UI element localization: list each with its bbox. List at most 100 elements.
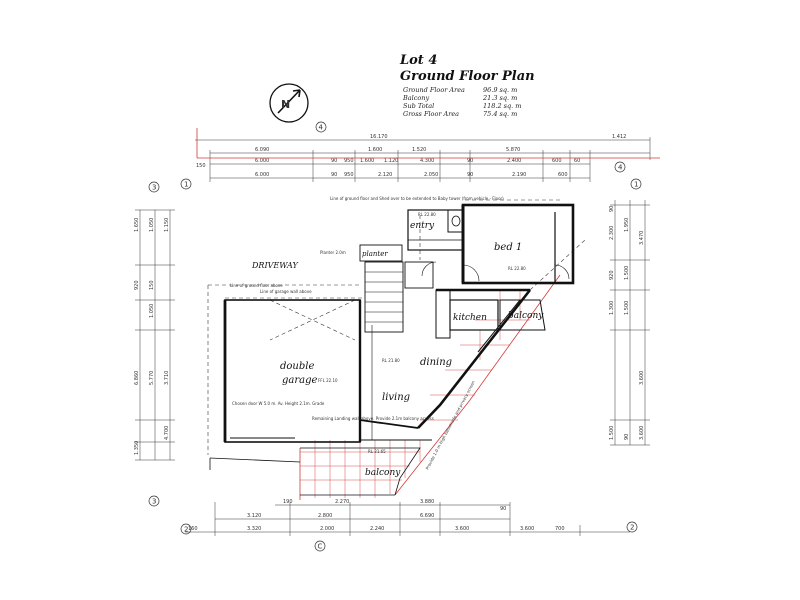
dim-label: 3.710 <box>164 371 170 385</box>
area-value: 96.9 sq. m <box>483 86 517 94</box>
grid-label: 4 <box>319 124 324 132</box>
entry-note: Line of ground floor and Shed over to be… <box>330 196 504 201</box>
level-living: RL 21.80 <box>382 358 400 363</box>
dim-label: 920 <box>609 270 615 280</box>
dim-label: 3.120 <box>247 513 261 519</box>
lot-title: Lot 4 <box>399 53 437 68</box>
dim-label: 2.050 <box>424 172 438 178</box>
area-label: Sub Total <box>403 102 434 110</box>
dim-label: 90 <box>609 206 615 212</box>
room-label-double: double <box>280 361 314 372</box>
dim-label: 2.240 <box>370 526 384 532</box>
dim-label: 3.600 <box>455 526 469 532</box>
dim-label: 160 <box>188 526 198 532</box>
dim-label: 1.500 <box>624 266 630 280</box>
dim-label: 950 <box>344 172 354 178</box>
walls <box>223 203 575 443</box>
area-label: Balcony <box>402 94 429 102</box>
dim-label: 6.860 <box>134 371 140 385</box>
area-schedule: Ground Floor Area 96.9 sq. m Balcony 21.… <box>402 86 521 118</box>
dim-label: 6.000 <box>255 172 269 178</box>
area-value: 21.3 sq. m <box>482 94 517 102</box>
dim-label: 3.600 <box>639 426 645 440</box>
bottom-dimensions <box>185 502 630 536</box>
top-dimensions <box>195 137 651 182</box>
dim-label: 3.320 <box>247 526 261 532</box>
dim-label: 1.650 <box>134 218 140 232</box>
dim-label: 6.690 <box>420 513 434 519</box>
dim-label: 1.350 <box>134 441 140 455</box>
planter-note: Planter 2.0m <box>320 250 346 255</box>
dim-label: 920 <box>134 280 140 290</box>
dim-label: 16.170 <box>370 134 388 140</box>
level-balcony: RL 21.65 <box>368 449 386 454</box>
area-value: 75.4 sq. m <box>483 110 517 118</box>
left-dimensions <box>135 209 175 461</box>
dim-label: 1.050 <box>149 304 155 318</box>
wall-above-note: Line of garage wall above <box>260 289 312 294</box>
living-note: Remaining Landing wall above. Provide 2.… <box>312 416 434 421</box>
dim-label: 2.400 <box>507 158 521 164</box>
dim-label: 1.520 <box>412 147 426 153</box>
room-label-entry: entry <box>410 221 435 231</box>
level-entry: RL 22.80 <box>418 212 436 217</box>
dim-label: 1.150 <box>164 218 170 232</box>
area-label: Gross Floor Area <box>403 110 459 118</box>
grid-markers <box>148 121 642 552</box>
dim-label: 1.120 <box>384 158 398 164</box>
dim-label: 1.412 <box>612 134 626 140</box>
dim-label: 90 <box>331 172 337 178</box>
dim-label: 3.880 <box>420 499 434 505</box>
right-dimensions <box>610 200 650 446</box>
north-arrow-icon: N <box>269 83 309 123</box>
door-swings <box>421 261 570 282</box>
dim-label: 5.770 <box>149 371 155 385</box>
plan-title: Ground Floor Plan <box>400 69 535 84</box>
dim-label: 1.500 <box>624 301 630 315</box>
room-label-balcony-upper: balcony <box>508 311 544 321</box>
room-label-garage: garage <box>282 375 318 386</box>
room-label-balcony-lower: balcony <box>365 468 401 478</box>
dim-label: 60 <box>574 158 580 164</box>
driveway-label: DRIVEWAY <box>251 261 298 270</box>
dim-label: 5.870 <box>506 147 520 153</box>
dim-label: 1.600 <box>360 158 374 164</box>
grid-label: 4 <box>618 164 623 172</box>
room-label-planter: planter <box>362 250 388 258</box>
dim-label: 2.120 <box>378 172 392 178</box>
dim-label: 90 <box>624 434 630 440</box>
dashed-lines <box>207 199 586 455</box>
svg-text:N: N <box>281 98 290 111</box>
dim-label: 2.000 <box>320 526 334 532</box>
dim-label: 2.190 <box>512 172 526 178</box>
dim-label: 2.270 <box>335 499 349 505</box>
grid-label: 1 <box>634 181 638 189</box>
grid-label: 3 <box>152 184 156 192</box>
dim-label: 4.300 <box>420 158 434 164</box>
dim-label: 2.800 <box>318 513 332 519</box>
dim-label: 1.500 <box>609 426 615 440</box>
dim-label: 150 <box>196 163 206 169</box>
lower-balcony-outline <box>209 447 421 496</box>
area-value: 118.2 sq. m <box>483 102 521 110</box>
room-label-living: living <box>382 392 410 403</box>
level-bed: RL 22.80 <box>508 266 526 271</box>
garage-door-note: Chosen door W 5.0 m. Av. Height 2.1m. Gr… <box>232 401 325 406</box>
dim-label: 3.600 <box>639 371 645 385</box>
dim-label: 90 <box>331 158 337 164</box>
dim-label: 4.700 <box>164 426 170 440</box>
grid-label: 2 <box>630 524 634 532</box>
setback-lines <box>196 128 660 500</box>
dim-label: 600 <box>552 158 562 164</box>
grid-label: 2 <box>184 526 188 534</box>
grid-label: 1 <box>184 181 188 189</box>
dim-label: 3.470 <box>639 231 645 245</box>
room-label-dining: dining <box>420 357 452 368</box>
level-garage: FFL 22.10 <box>318 378 338 383</box>
grid-label: 3 <box>152 498 156 506</box>
dim-label: 2.300 <box>609 226 615 240</box>
dim-label: 90 <box>467 172 473 178</box>
dim-label: 1.300 <box>609 301 615 315</box>
